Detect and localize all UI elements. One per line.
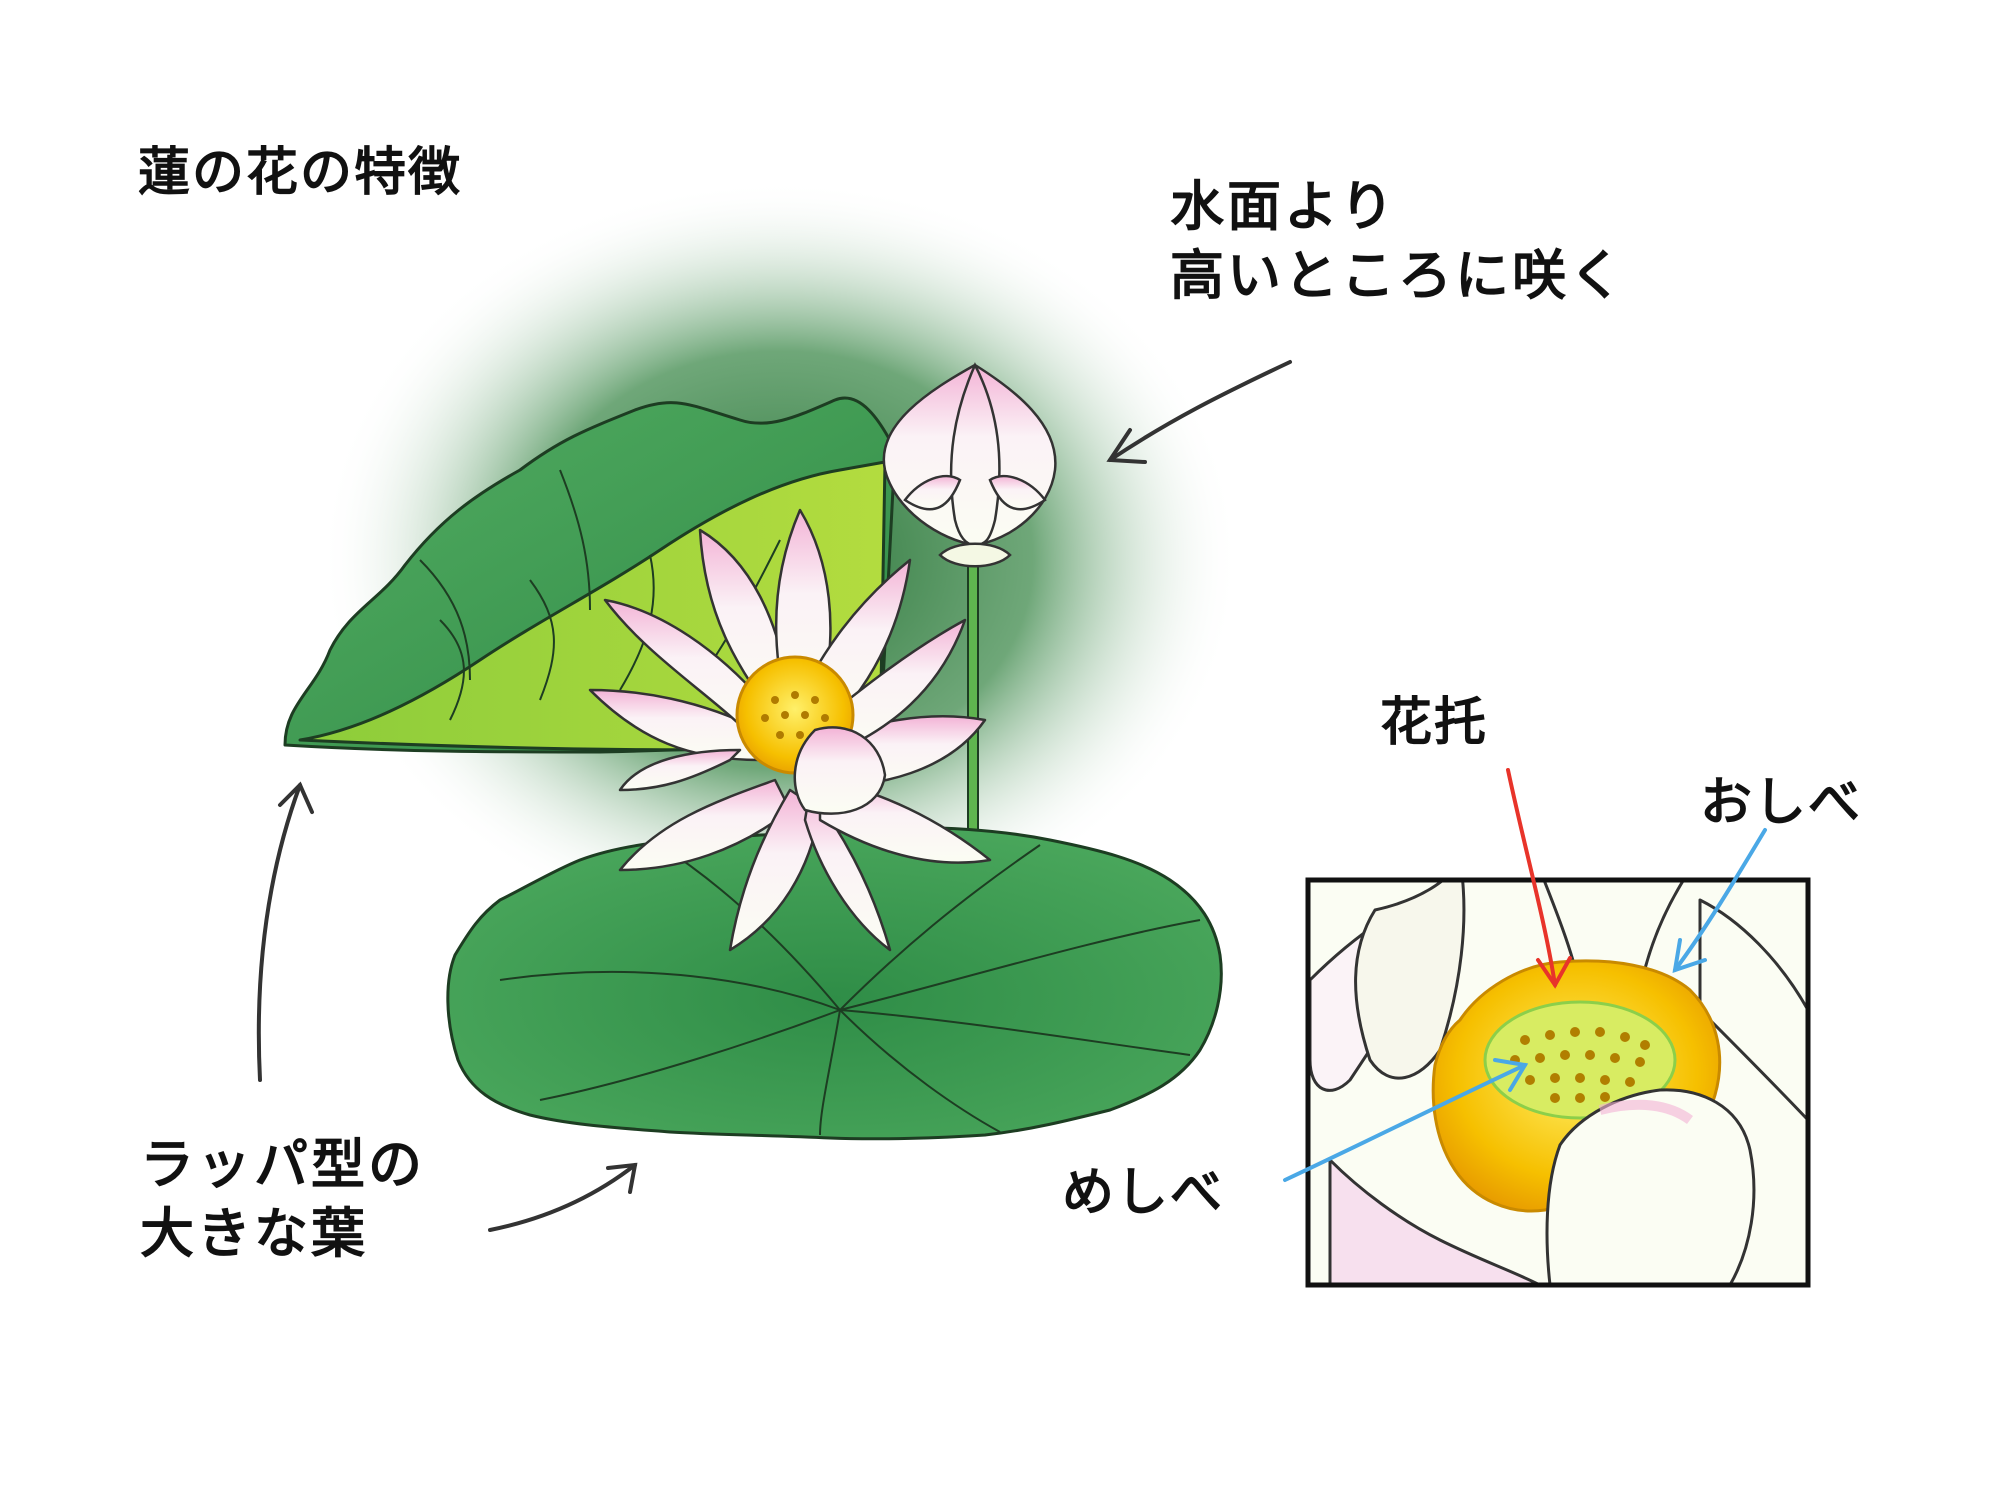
bud-stem-fill: [967, 539, 979, 841]
pistil-arrow-head: [1493, 1058, 1529, 1092]
lotus-bud: [882, 362, 1057, 568]
arrow-to-bloom: [1108, 360, 1292, 462]
pistil-arrow: [1283, 1063, 1527, 1182]
petal: [793, 726, 887, 815]
stamen-arrow: [1673, 828, 1767, 972]
detail-inset: [1305, 877, 1811, 1288]
arrow-to-bloom-head: [1106, 428, 1147, 464]
inset-frame: [1305, 877, 1811, 1288]
floating-leaf-pad: [446, 826, 1223, 1141]
inset-petal: [1328, 1158, 1542, 1285]
arrow-to-leaf-up-head: [278, 781, 314, 814]
bloom-high-line1: 水面より: [1170, 175, 1397, 238]
inset-petal: [1698, 898, 1808, 1122]
petal: [603, 598, 772, 747]
petal: [618, 778, 792, 872]
petal: [618, 748, 742, 792]
leaf-annotation: ラッパ型の 大きな葉: [140, 1130, 425, 1268]
arrow-to-leaf-up: [256, 783, 302, 1082]
receptacle-label: 花托: [1380, 693, 1489, 753]
inset-receptacle: [1483, 1000, 1677, 1120]
leaf-line2: 大きな葉: [140, 1202, 368, 1266]
receptacle-arrow: [1506, 768, 1557, 987]
arrow-to-pad-head: [606, 1162, 638, 1194]
inset-front-petal: [1545, 1088, 1756, 1285]
receptacle-arrow-head: [1536, 956, 1572, 989]
leaf-line1: ラッパ型の: [140, 1133, 425, 1196]
gray-arrows: [256, 360, 1292, 1232]
pistil-label: めしべ: [1062, 1163, 1225, 1223]
petal: [728, 788, 822, 952]
bloom-high-annotation: 水面より 高いところに咲く: [1170, 172, 1626, 310]
stamen-label: おしべ: [1700, 773, 1863, 833]
colored-arrows: [1283, 768, 1767, 1182]
bloom-high-line2: 高いところに咲く: [1170, 244, 1626, 308]
diagram-title: 蓮の花の特徴: [138, 143, 463, 203]
lotus-flower: [588, 508, 992, 952]
arrow-to-pad: [488, 1163, 637, 1232]
stamen-arrow-head: [1672, 938, 1707, 973]
